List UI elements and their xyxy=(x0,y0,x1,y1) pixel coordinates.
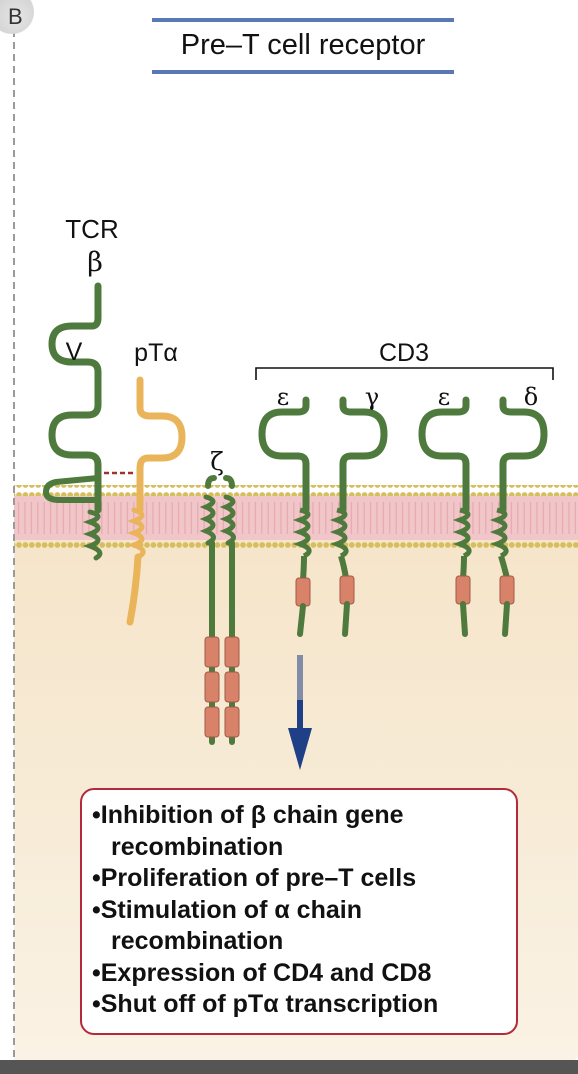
title-box: Pre–T cell receptor xyxy=(152,18,454,74)
zeta-itam-5 xyxy=(204,706,220,738)
tcr-beta-chain xyxy=(42,282,103,561)
outcome-continuation-line: recombination xyxy=(111,927,284,955)
title-bar-bottom xyxy=(152,70,454,74)
cd3-label: CD3 xyxy=(379,339,429,367)
pt-alpha-chain xyxy=(126,376,186,626)
outcomes-box: •Inhibition of β chain gene recombination… xyxy=(80,788,518,1035)
cd3-epsilon-label-2: ε xyxy=(438,383,450,411)
zeta-itam-4 xyxy=(224,671,240,703)
zeta-itam-2 xyxy=(224,636,240,668)
outcome-item: •Expression of CD4 and CD8 xyxy=(92,958,432,987)
diagram-title: Pre–T cell receptor xyxy=(180,29,426,61)
cd3-epsilon-chain-1 xyxy=(258,396,312,637)
outcome-item: •Shut off of pTα transcription xyxy=(92,990,439,1018)
cd3-delta-chain xyxy=(489,396,548,637)
signal-arrow xyxy=(288,655,312,770)
tcr-label: TCR xyxy=(65,214,118,244)
zeta-itam-6 xyxy=(224,706,240,738)
page-bottom-edge xyxy=(0,1060,578,1074)
outcome-item: •Proliferation of pre–T cells xyxy=(92,864,417,892)
cd3-gamma-chain xyxy=(329,396,388,637)
cd3-delta-label: δ xyxy=(524,383,538,411)
zeta-itam-3 xyxy=(204,671,220,703)
outcome-item: •Inhibition of β chain gene xyxy=(92,801,404,829)
panel-label: B xyxy=(8,4,23,29)
title-bar-top xyxy=(152,18,454,22)
outcome-item: •Stimulation of α chain xyxy=(92,895,362,924)
zeta-label: ζ xyxy=(210,447,224,476)
cd3-gamma-label: γ xyxy=(365,383,379,411)
beta-label: β xyxy=(87,247,103,278)
cd3-epsilon-label-1: ε xyxy=(277,383,289,411)
outcome-continuation-line: recombination xyxy=(111,832,284,861)
v-region-label: V xyxy=(66,338,83,366)
zeta-itam-1 xyxy=(204,636,220,668)
cd3-epsilon-chain-2 xyxy=(418,396,472,637)
pt-alpha-label: pTα xyxy=(134,339,178,367)
zeta-chain-dimer xyxy=(199,475,240,745)
cd3-bracket xyxy=(255,367,554,380)
